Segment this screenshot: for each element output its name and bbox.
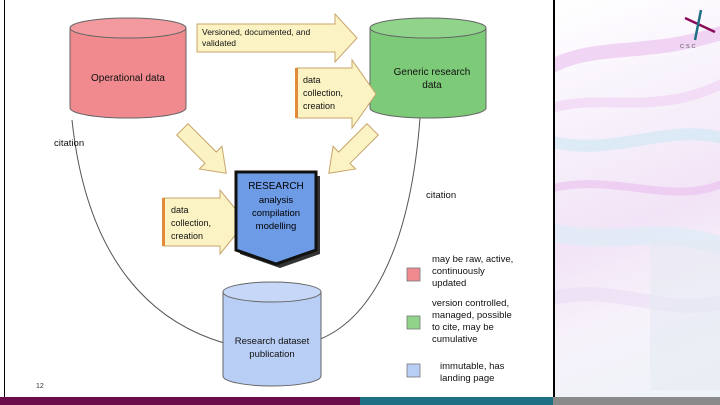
research-line-analysis: analysis (259, 195, 294, 206)
collection-right-line1: data (303, 75, 321, 85)
footer-bar-segment-2 (180, 397, 360, 405)
legend-red-line3: updated (432, 278, 466, 289)
footer-bar-segment-4 (538, 397, 553, 405)
publication-cylinder: Research dataset publication (222, 281, 322, 387)
collection-right-line3: creation (303, 101, 335, 111)
data-collection-arrow-right-edge (295, 68, 298, 118)
footer-bar-segment-5 (553, 397, 720, 405)
decorative-right-panel: CSC (555, 0, 720, 398)
diagonal-arrow-right (328, 123, 379, 174)
legend: may be raw, active, continuously updated… (406, 254, 513, 384)
footer-color-bar (0, 397, 720, 405)
collection-left-line3: creation (171, 231, 203, 241)
publication-label-line1: Research dataset (235, 336, 310, 347)
legend-blue-line2: landing page (440, 373, 494, 384)
legend-red-line1: may be raw, active, (432, 254, 513, 265)
citation-curve-right (317, 117, 421, 341)
generic-research-data-label-line1: Generic research (394, 67, 471, 78)
left-rule (4, 0, 5, 398)
data-lifecycle-diagram: Operational data Generic research data V… (54, 12, 513, 387)
legend-swatch-green (406, 315, 421, 330)
publication-label-line2: publication (249, 349, 294, 360)
decorative-waves: CSC (555, 9, 720, 390)
legend-green-line4: cumulative (432, 334, 477, 345)
versioned-arrow-line1: Versioned, documented, and (202, 27, 310, 37)
data-collection-arrow-left: data collection, creation (162, 188, 247, 256)
citation-label-right: citation (426, 190, 456, 201)
data-collection-arrow-left-edge (162, 198, 165, 246)
versioned-arrow-line2: validated (202, 38, 236, 48)
research-shield: RESEARCH analysis compilation modelling (234, 170, 320, 268)
citation-label-left: citation (54, 138, 84, 149)
legend-swatch-blue (406, 363, 421, 378)
legend-green-line2: managed, possible (432, 310, 512, 321)
research-title: RESEARCH (248, 181, 304, 192)
legend-red-line2: continuously (432, 266, 485, 277)
collection-left-line2: collection, (171, 218, 211, 228)
page-number: 12 (36, 383, 44, 390)
operational-data-label: Operational data (91, 73, 165, 84)
research-line-modelling: modelling (256, 221, 297, 232)
legend-swatch-red (406, 267, 421, 282)
footer-bar-segment-1 (0, 397, 180, 405)
operational-data-cylinder: Operational data (69, 17, 187, 119)
versioned-arrow: Versioned, documented, and validated (196, 12, 358, 64)
footer-bar-segment-3 (360, 397, 538, 405)
research-line-compilation: compilation (252, 208, 300, 219)
right-rule (553, 0, 555, 398)
csc-logo: CSC (680, 9, 716, 50)
collection-right-line2: collection, (303, 88, 343, 98)
generic-research-data-cylinder: Generic research data (369, 17, 487, 119)
legend-green-line1: version controlled, (432, 298, 509, 309)
diagonal-arrow-left (176, 123, 227, 174)
legend-green-line3: to cite, may be (432, 322, 494, 333)
csc-logo-text: CSC (680, 44, 698, 50)
generic-research-data-label-line2: data (422, 80, 442, 91)
data-collection-arrow-right: data collection, creation (295, 58, 377, 130)
legend-blue-line1: immutable, has (440, 361, 505, 372)
citation-curve-left (71, 119, 225, 344)
collection-left-line1: data (171, 205, 189, 215)
